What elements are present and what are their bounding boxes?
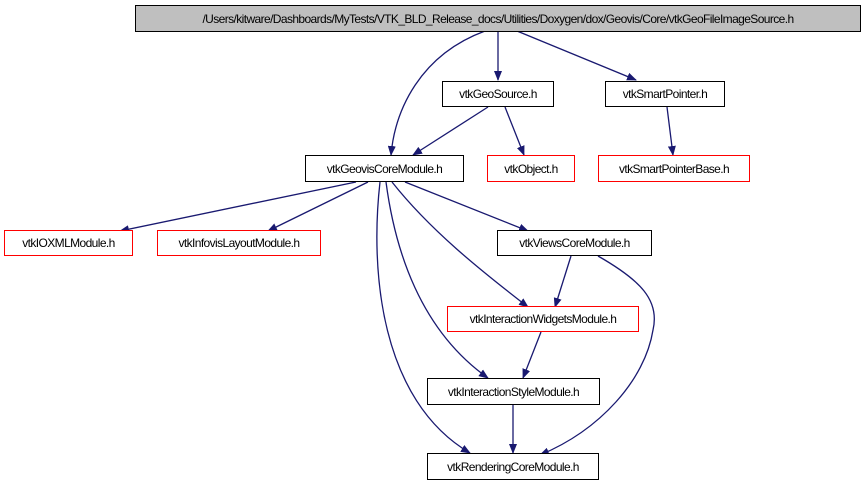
edge-geoviscore-renderingcore bbox=[376, 181, 471, 454]
node-vtkgeoviscoremodule[interactable]: vtkGeovisCoreModule.h bbox=[305, 155, 464, 182]
edge-root-smartpointer bbox=[516, 30, 637, 81]
edge-geoviscore-viewscore bbox=[404, 181, 529, 232]
edge-geoviscore-infovislayout bbox=[267, 181, 369, 232]
edge-geoviscore-interactionstyle bbox=[385, 181, 489, 379]
edge-geosource-geoviscore bbox=[412, 106, 489, 156]
node-vtkrenderingcoremodule[interactable]: vtkRenderingCoreModule.h bbox=[427, 453, 599, 480]
node-vtkinfovislayoutmodule[interactable]: vtkInfovisLayoutModule.h bbox=[157, 230, 321, 256]
edge-smartpointer-smartpointerbase bbox=[666, 106, 676, 156]
edge-interactionwidgets-interactionstyle bbox=[522, 331, 542, 379]
edge-viewscore-renderingcore bbox=[539, 255, 655, 456]
edge-geoviscore-ioxml bbox=[119, 181, 357, 234]
node-vtkinteractionstylemodule[interactable]: vtkInteractionStyleModule.h bbox=[427, 378, 600, 405]
edge-geoviscore-interactionwidgets bbox=[391, 181, 529, 308]
node-root-file[interactable]: /Users/kitware/Dashboards/MyTests/VTK_BL… bbox=[135, 5, 861, 32]
edge-root-geoviscore bbox=[387, 30, 486, 156]
node-vtksmartpointerbase[interactable]: vtkSmartPointerBase.h bbox=[598, 155, 750, 182]
node-vtkgeosource[interactable]: vtkGeoSource.h bbox=[442, 81, 554, 107]
node-vtkobject[interactable]: vtkObject.h bbox=[487, 155, 575, 182]
node-vtkioxmlmodule[interactable]: vtkIOXMLModule.h bbox=[4, 230, 133, 256]
edge-geosource-object bbox=[504, 106, 525, 156]
node-vtksmartpointer[interactable]: vtkSmartPointer.h bbox=[605, 81, 725, 107]
node-vtkviewscoremodule[interactable]: vtkViewsCoreModule.h bbox=[497, 230, 652, 256]
node-vtkinteractionwidgetsmodule[interactable]: vtkInteractionWidgetsModule.h bbox=[447, 306, 639, 332]
edge-viewscore-interactionwidgets bbox=[553, 255, 572, 308]
